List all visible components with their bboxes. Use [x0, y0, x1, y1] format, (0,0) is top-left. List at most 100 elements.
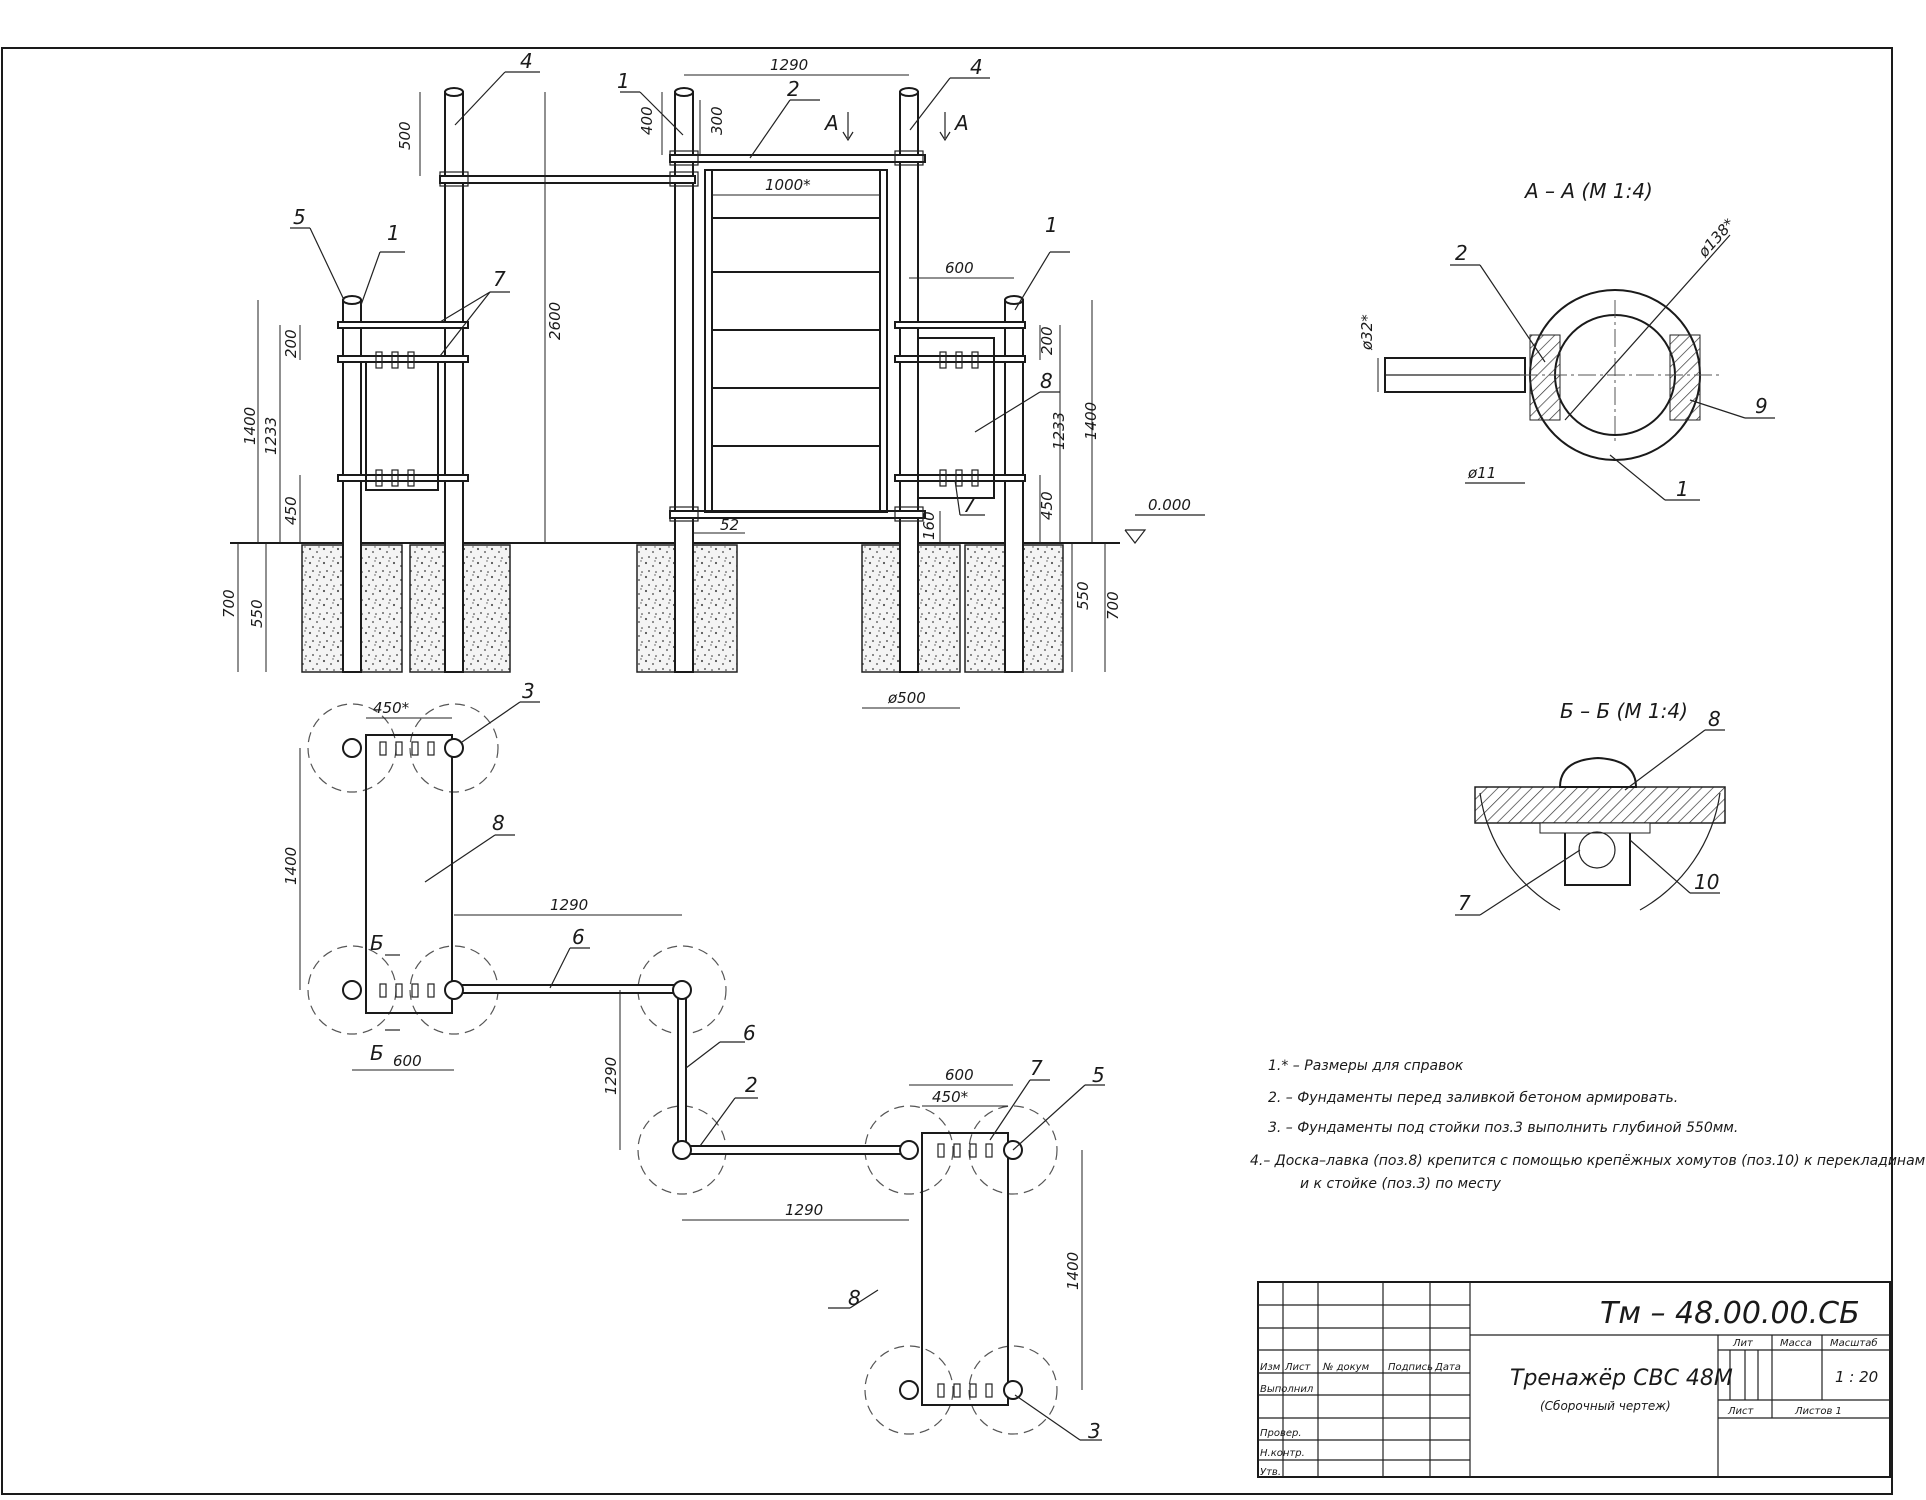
dim-1233-left: 1233	[262, 417, 280, 455]
dim-1400-plan-right: 1400	[1064, 1252, 1082, 1290]
tb-name: Тренажёр СВС 48М	[1510, 1366, 1733, 1391]
plan-view: 450* 1400 1290 600 1290 1290 600 450* 14…	[282, 679, 1105, 1443]
pos-8-bb: 8	[1708, 707, 1721, 731]
dim-450-right: 450	[1038, 491, 1056, 520]
tb-sheets: Листов 1	[1794, 1406, 1842, 1417]
pos-2-top: 2	[787, 77, 800, 101]
pos-2-plan: 2	[745, 1073, 758, 1097]
dim-1233-right: 1233	[1050, 412, 1068, 450]
dim-600-front: 600	[945, 259, 974, 277]
pos-4-right: 4	[970, 55, 983, 79]
pos-10-bb: 10	[1694, 870, 1719, 894]
dim-phi500: ø500	[887, 689, 926, 707]
dim-52: 52	[720, 516, 739, 534]
note-2: 2. – Фундаменты перед заливкой бетоном а…	[1268, 1090, 1678, 1106]
section-b-mark-top: Б	[370, 931, 384, 955]
pos-3-plan-top: 3	[522, 679, 535, 703]
dim-1290-plan-top: 1290	[550, 896, 588, 914]
note-4-cont: и к стойке (поз.3) по месту	[1300, 1176, 1502, 1192]
dim-11: ø11	[1467, 464, 1496, 482]
tb-designation: Тм – 48.00.00.СБ	[1600, 1296, 1860, 1331]
front-view: 1290 1000* 600 500 400 300 2600 1400 123…	[220, 49, 1205, 709]
section-bb-title: Б – Б (М 1:4)	[1560, 699, 1688, 723]
dim-1000: 1000*	[765, 176, 811, 194]
dim-500: 500	[396, 121, 414, 150]
tb-prover: Провер.	[1260, 1428, 1302, 1439]
dim-32: ø32*	[1358, 314, 1376, 351]
pos-8-plan-left: 8	[492, 811, 505, 835]
post-mid-right	[899, 91, 919, 673]
dim-550-right: 550	[1074, 581, 1092, 610]
tb-vypolnil: Выполнил	[1260, 1384, 1314, 1395]
tb-scale-h: Масштаб	[1830, 1337, 1878, 1349]
dim-1290-plan-mid: 1290	[602, 1057, 620, 1095]
pos-8-front: 8	[1040, 369, 1053, 393]
bench-board-left	[365, 361, 439, 491]
note-4: 4.– Доска–лавка (поз.8) крепится с помощ…	[1250, 1153, 1926, 1169]
tb-sign: Подпись	[1388, 1362, 1433, 1373]
pos-6-plan-top: 6	[572, 925, 585, 949]
ladder-frame	[704, 169, 888, 513]
tb-lit: Лит	[1732, 1338, 1754, 1349]
section-a-mark-left: А	[823, 111, 839, 135]
pos-1-right: 1	[1045, 213, 1058, 237]
bench-board-right	[917, 337, 995, 499]
section-bb: Б – Б (М 1:4) 8 7 10	[1455, 699, 1726, 916]
tb-mass: Масса	[1780, 1338, 1812, 1349]
pos-7-left: 7	[493, 267, 506, 291]
pos-3-plan-bottom: 3	[1088, 1419, 1101, 1443]
pos-6-plan-mid: 6	[743, 1021, 756, 1045]
tb-list: Лист	[1284, 1362, 1312, 1373]
pos-7-bb: 7	[1458, 891, 1471, 915]
tb-izm: Изм	[1260, 1362, 1281, 1373]
dim-1400-right: 1400	[1082, 402, 1100, 440]
dim-450s-left: 450*	[373, 699, 410, 717]
pos-9-aa: 9	[1755, 394, 1768, 418]
title-block: Изм Лист № докум Подпись Дата Выполнил П…	[1257, 1281, 1891, 1478]
dim-138: ø138*	[1694, 215, 1739, 262]
dim-200-right: 200	[1038, 326, 1056, 355]
dim-2600: 2600	[546, 302, 564, 340]
tb-scale: 1 : 20	[1835, 1368, 1878, 1386]
dim-700-right: 700	[1104, 591, 1122, 620]
tb-subname: (Сборочный чертеж)	[1540, 1399, 1671, 1413]
section-aa: А – А (М 1:4) ø138* ø32* ø11 2 9 1	[1358, 179, 1775, 501]
pos-1-top: 1	[617, 69, 630, 93]
notes: 1.* – Размеры для справок 2. – Фундамент…	[1250, 1058, 1926, 1192]
dim-450s-right: 450*	[932, 1088, 969, 1106]
note-1: 1.* – Размеры для справок	[1268, 1058, 1464, 1074]
pos-1-aa: 1	[1676, 477, 1689, 501]
level-mark: 0.000	[1148, 496, 1191, 514]
dim-700-left: 700	[220, 589, 238, 618]
pos-4-left: 4	[520, 49, 533, 73]
dim-300: 300	[708, 106, 726, 135]
dim-1400-plan-left: 1400	[282, 847, 300, 885]
pos-7-plan: 7	[1030, 1056, 1043, 1080]
sheet-frame	[1, 47, 1893, 1495]
section-b-mark-bottom: Б	[370, 1041, 384, 1065]
dim-450-left: 450	[282, 496, 300, 525]
dim-1290-plan-bottom: 1290	[785, 1201, 823, 1219]
pos-5-plan: 5	[1092, 1063, 1105, 1087]
tb-nkontr: Н.контр.	[1260, 1448, 1305, 1459]
pos-5-left: 5	[293, 205, 306, 229]
dim-550-left: 550	[248, 599, 266, 628]
pos-8-plan-right: 8	[848, 1286, 861, 1310]
note-3: 3. – Фундаменты под стойки поз.3 выполни…	[1268, 1120, 1738, 1136]
dim-1290-top: 1290	[770, 56, 808, 74]
dim-600-plan-left: 600	[393, 1052, 422, 1070]
dim-200-left: 200	[282, 329, 300, 358]
dim-600-plan-right: 600	[945, 1066, 974, 1084]
dim-400: 400	[638, 106, 656, 135]
pos-1-left: 1	[387, 221, 400, 245]
tb-sheet: Лист	[1727, 1406, 1755, 1417]
plan-bench-left	[365, 734, 453, 1014]
tb-date: Дата	[1434, 1362, 1461, 1373]
dim-160: 160	[920, 511, 938, 540]
tb-utv: Утв.	[1260, 1467, 1281, 1478]
section-a-mark-right: А	[953, 111, 969, 135]
tb-doc: № докум	[1322, 1362, 1370, 1373]
section-aa-title: А – А (М 1:4)	[1523, 179, 1653, 203]
dim-1400-left: 1400	[241, 407, 259, 445]
